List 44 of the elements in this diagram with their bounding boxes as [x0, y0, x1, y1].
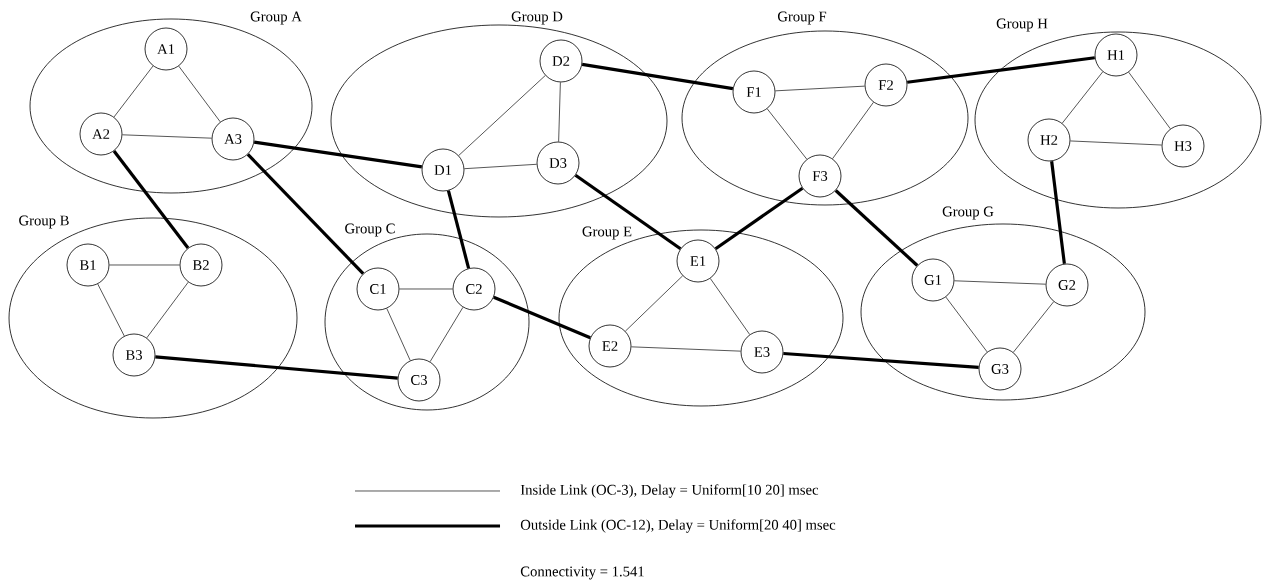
legend-text: Outside Link (OC-12), Delay = Uniform[20 40] msec [520, 519, 836, 533]
inside-link [1070, 140, 1162, 146]
inside-link [429, 306, 464, 362]
inside-link [832, 102, 874, 159]
inside-link [109, 264, 180, 266]
inside-link [399, 288, 453, 290]
outside-link [1050, 161, 1066, 264]
inside-link [954, 280, 1046, 285]
inside-link [146, 281, 189, 339]
inside-link [1128, 71, 1171, 130]
inside-link [1013, 301, 1054, 353]
inside-link [631, 346, 741, 352]
node-label: Group G [942, 206, 994, 220]
outside-link [834, 189, 919, 267]
node-label: Group F [777, 11, 827, 25]
outside-link [493, 295, 591, 340]
node-label: Group H [996, 18, 1048, 32]
outside-link [581, 62, 734, 91]
outside-link [112, 150, 190, 249]
inside-link [625, 275, 683, 332]
inside-link [113, 65, 154, 118]
outside-link [253, 140, 423, 169]
outside-link [783, 351, 979, 370]
inside-link [464, 163, 537, 170]
inside-link [178, 65, 221, 123]
inside-link [97, 283, 125, 337]
inside-link [122, 134, 212, 139]
outside-link [246, 153, 365, 275]
inside-link [710, 278, 751, 335]
node-label: Group D [511, 11, 563, 25]
outside-link [574, 173, 682, 251]
inside-link [558, 82, 561, 142]
inside-link [458, 75, 546, 156]
note-text: Connectivity = 1.541 [520, 566, 644, 580]
inside-link [1061, 71, 1104, 124]
legend-text: Inside Link (OC-3), Delay = Uniform[10 20] msec [520, 484, 819, 498]
inside-link [945, 296, 988, 353]
outside-link [907, 56, 1095, 84]
outside-link [155, 355, 398, 380]
inside-link [386, 308, 411, 361]
outside-link [446, 190, 471, 269]
inside-link [766, 108, 808, 160]
outside-link [714, 186, 804, 251]
inside-link [775, 85, 865, 92]
